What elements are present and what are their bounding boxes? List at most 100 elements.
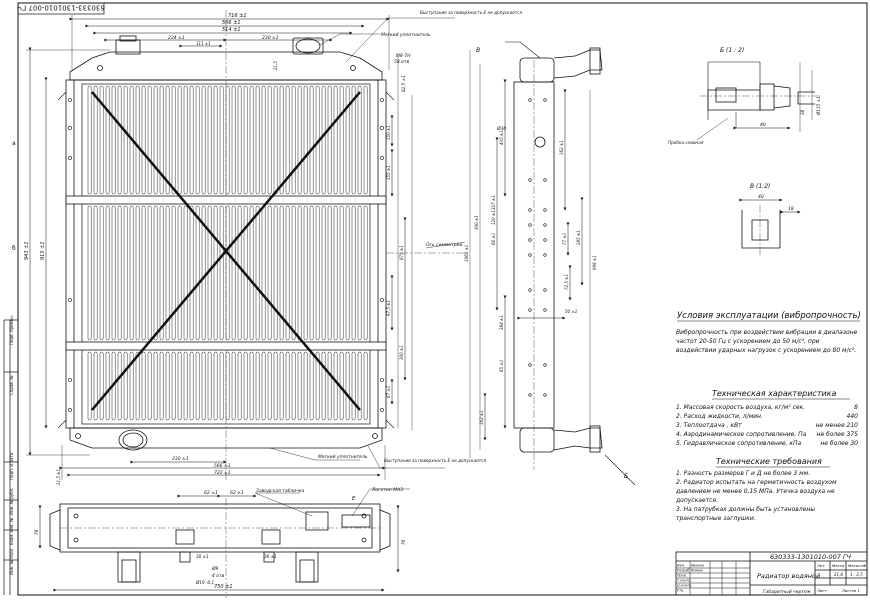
radiator-fin	[249, 85, 254, 195]
svg-text:327 ±1: 327 ±1	[491, 195, 496, 210]
radiator-fin	[351, 205, 356, 341]
radiator-fin	[267, 85, 272, 195]
radiator-fin	[111, 205, 116, 341]
radiator-fin	[249, 205, 254, 341]
bottom-view	[38, 488, 410, 598]
radiator-fin	[117, 351, 122, 421]
tech-char-value: 8	[854, 404, 858, 411]
radiator-fin	[321, 351, 326, 421]
radiator-fin	[105, 351, 110, 421]
radiator-fin	[213, 205, 218, 341]
radiator-fin	[213, 85, 218, 195]
svg-text:76: 76	[34, 529, 39, 535]
radiator-fin	[279, 351, 284, 421]
svg-text:Масса: Масса	[832, 563, 845, 568]
zone-letter: а	[12, 140, 16, 147]
svg-text:Выступание за поверхность Е не: Выступание за поверхность Е не допускает…	[420, 10, 523, 15]
svg-text:50 ±1: 50 ±1	[565, 309, 577, 314]
radiator-fin	[243, 205, 248, 341]
svg-text:62 ±1: 62 ±1	[230, 490, 244, 496]
radiator-fin	[291, 85, 296, 195]
side-view	[469, 41, 636, 486]
radiator-fin	[129, 85, 134, 195]
radiator-fin	[321, 205, 326, 341]
tech-req-line: 2. Радиатор испытать на герметичность во…	[676, 479, 837, 486]
strip-label: Взам. инв. №	[9, 518, 14, 545]
radiator-fin	[177, 85, 182, 195]
svg-text:40: 40	[758, 194, 764, 200]
radiator-fin	[207, 351, 212, 421]
svg-text:Логотип МАЗ: Логотип МАЗ	[371, 487, 403, 493]
radiator-fins	[87, 85, 368, 421]
radiator-fin	[135, 85, 140, 195]
svg-text:77 ±1: 77 ±1	[562, 233, 567, 245]
svg-text:Лит.: Лит.	[816, 563, 826, 568]
detail-b	[696, 61, 820, 141]
svg-text:67 ±1: 67 ±1	[386, 386, 391, 398]
tech-req-block: Технические требования 1. Разность разме…	[675, 457, 837, 522]
radiator-fin	[111, 85, 116, 195]
radiator-fin	[141, 85, 146, 195]
radiator-fin	[207, 85, 212, 195]
title-block-person: Фомин	[691, 569, 704, 573]
radiator-fin	[189, 351, 194, 421]
radiator-fin	[333, 85, 338, 195]
title-doc-number: 630333-1301010-007 ГЧ	[770, 553, 852, 561]
detail-v-labels: В (1:2) 40 18	[750, 183, 794, 212]
title-block-role: Разраб.	[677, 569, 690, 573]
svg-text:82,5 ±1: 82,5 ±1	[401, 75, 406, 92]
radiator-fin	[297, 205, 302, 341]
radiator-fin	[123, 205, 128, 341]
strip-label: Инв. № дубл.	[9, 488, 14, 515]
radiator-fin	[153, 205, 158, 341]
left-strip: Перв. примен. Справ. № Подп. и дата Инв.…	[3, 140, 18, 595]
strip-label: Справ. №	[9, 376, 14, 395]
radiator-fin	[153, 85, 158, 195]
svg-text:Заводская табличка: Заводская табличка	[256, 488, 305, 494]
svg-text:Ø19 -0,1: Ø19 -0,1	[195, 580, 214, 585]
radiator-fin	[255, 205, 260, 341]
radiator-fin	[309, 85, 314, 195]
tech-req-title: Технические требования	[716, 457, 822, 466]
radiator-fin	[147, 205, 152, 341]
tech-req-line: давлением не менее 0,15 МПа. Утечка возд…	[675, 488, 835, 495]
radiator-fin	[123, 351, 128, 421]
radiator-fin	[87, 85, 92, 195]
radiator-fin	[333, 205, 338, 341]
radiator-fin	[279, 205, 284, 341]
radiator-fin	[261, 205, 266, 341]
tech-char-block: Техническая характеристика 1. Массовая с…	[676, 389, 858, 447]
svg-text:514 ±1: 514 ±1	[222, 27, 241, 33]
radiator-fin	[219, 85, 224, 195]
conditions-title: Условия эксплуатации (вибропрочность)	[677, 311, 861, 321]
tech-char-value: не более 375	[817, 431, 859, 438]
svg-text:111 ±1: 111 ±1	[196, 41, 211, 46]
radiator-fin	[207, 205, 212, 341]
tech-char-label: 3. Теплоотдача , кВт	[676, 422, 742, 429]
svg-text:875 ±1: 875 ±1	[399, 245, 404, 260]
radiator-fin	[345, 205, 350, 341]
radiator-fin	[363, 351, 368, 421]
conditions-line: Вибропрочность при воздействии вибрации …	[676, 329, 858, 336]
radiator-fin	[195, 351, 200, 421]
tech-req-line: 3. На патрубках должны быть установлены	[676, 506, 815, 513]
radiator-fin	[237, 205, 242, 341]
radiator-fin	[351, 351, 356, 421]
strip-label: Инв. № подл.	[9, 547, 14, 575]
radiator-fin	[327, 205, 332, 341]
radiator-fin	[225, 85, 230, 195]
radiator-fin	[135, 205, 140, 341]
radiator-fin	[345, 85, 350, 195]
radiator-fin	[255, 351, 260, 421]
radiator-fin	[303, 85, 308, 195]
radiator-fin	[363, 85, 368, 195]
svg-text:18: 18	[788, 206, 794, 212]
radiator-fin	[243, 351, 248, 421]
radiator-fin	[183, 351, 188, 421]
svg-text:62 ±1: 62 ±1	[204, 490, 218, 496]
radiator-fin	[285, 205, 290, 341]
radiator-fin	[273, 205, 278, 341]
radiator-fin	[165, 85, 170, 195]
